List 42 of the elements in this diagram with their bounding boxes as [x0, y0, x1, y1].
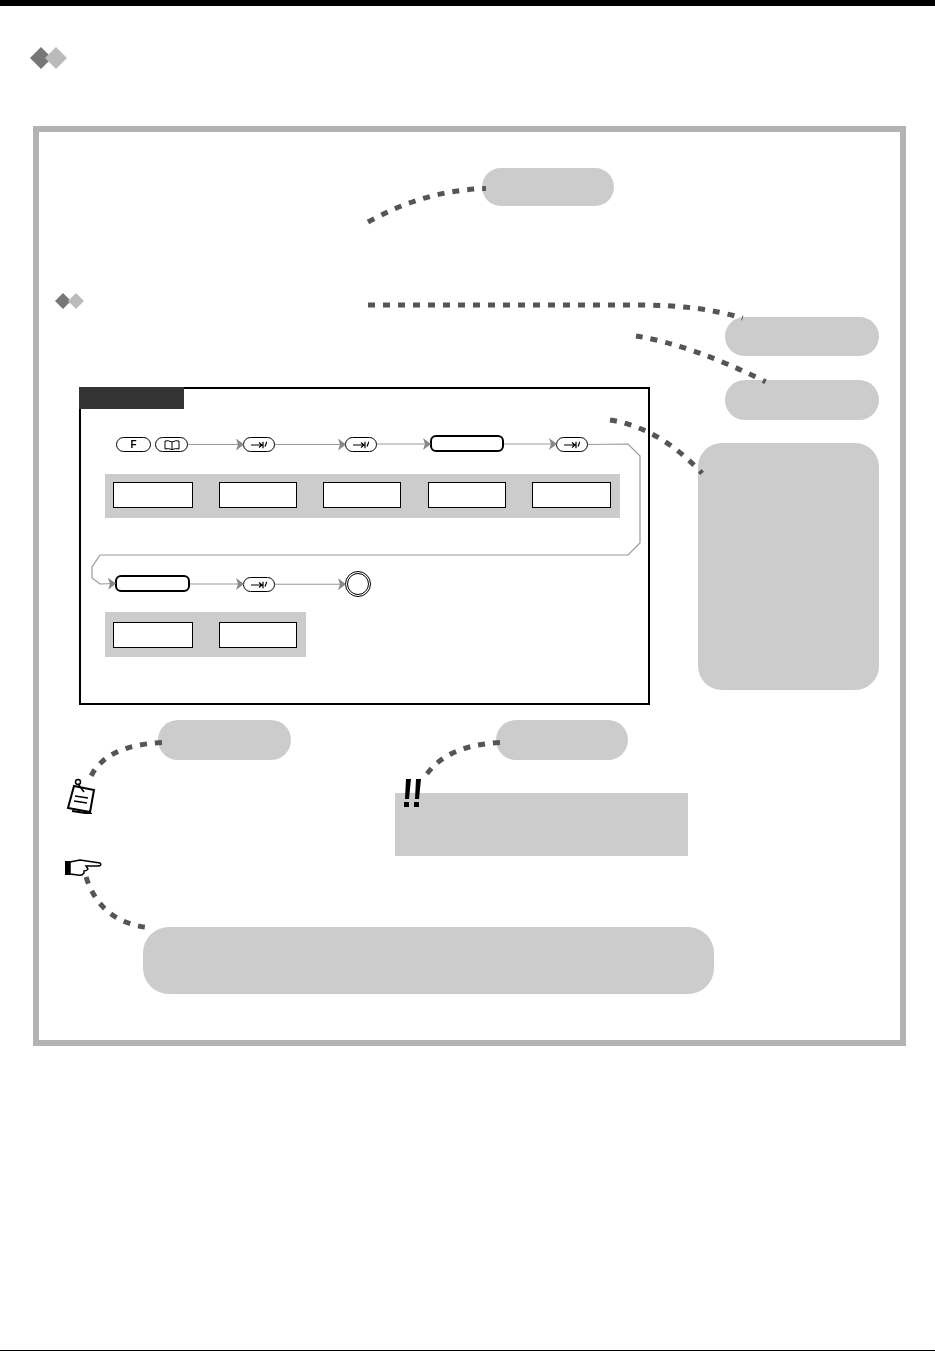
header-tab [79, 387, 184, 409]
callout-panel [698, 443, 879, 690]
leader-line [366, 186, 487, 225]
directory-key [155, 437, 188, 452]
notice-panel [395, 793, 688, 856]
callout-pill [725, 317, 879, 356]
leader-line [368, 302, 744, 321]
input-key [430, 435, 504, 452]
step-arrow [274, 438, 346, 451]
display-window [219, 482, 297, 508]
callout-pill [482, 168, 614, 206]
display-window [113, 622, 193, 648]
leader-line [609, 417, 704, 476]
enter-key [345, 437, 377, 452]
enter-key [556, 437, 588, 452]
callout-pill [158, 720, 291, 760]
enter-key [243, 437, 275, 452]
operation-frame [79, 387, 650, 705]
input-key [115, 575, 190, 592]
pointing-hand-icon [64, 857, 102, 877]
callout-pill [496, 720, 628, 760]
memo-pad-icon [66, 778, 98, 814]
step-arrow [91, 443, 641, 590]
step-arrow [189, 578, 244, 590]
display-window [532, 482, 611, 508]
step-arrow [274, 578, 346, 591]
function-key: F [116, 437, 151, 452]
leader-line [635, 333, 767, 385]
display-window [323, 482, 401, 508]
callout-pill [725, 380, 879, 420]
display-strip [105, 474, 620, 518]
step-arrow [187, 438, 244, 451]
step-arrow [503, 438, 557, 450]
step-arrow [376, 438, 431, 450]
display-strip [105, 612, 306, 657]
display-window [113, 482, 193, 508]
display-window [428, 482, 506, 508]
reference-panel [143, 927, 714, 994]
round-button [345, 571, 371, 597]
display-window [219, 622, 297, 648]
enter-key [243, 577, 275, 592]
leader-line [87, 740, 163, 780]
